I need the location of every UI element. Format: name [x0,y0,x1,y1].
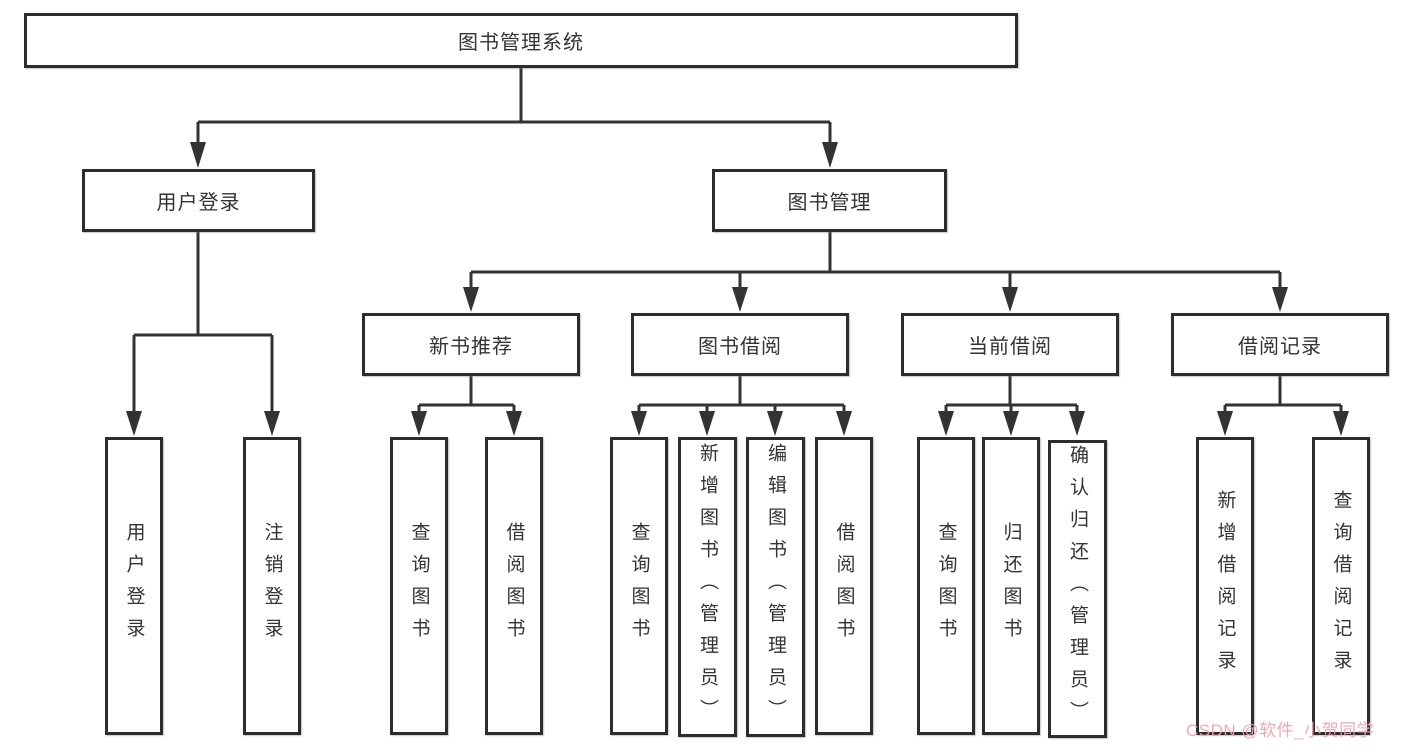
node-user-login-label: 用户登录 [156,192,241,214]
arrow-down-icon [1002,287,1018,312]
node-book-management-label: 图书管理 [787,192,872,214]
leaf-query-borrow-record-label: 查询借阅记录 [1330,490,1352,682]
node-current-borrow: 当前借阅 [901,313,1119,376]
arrowheads-level3 [463,287,1288,312]
node-borrow-records: 借阅记录 [1171,313,1389,376]
arrowheads-level2 [190,142,838,168]
leaf-logout: 注销登录 [243,437,301,735]
leaf-borrow-book-1-label: 借阅图书 [503,522,525,650]
leaf-confirm-return-admin: 确认归还（管理员） [1048,440,1107,738]
node-new-book-recommend-label: 新书推荐 [429,336,513,358]
connector-book-management [469,232,1282,290]
leaf-query-book-3: 查询图书 [917,437,975,735]
arrow-down-icon [463,287,479,312]
leaf-logout-label: 注销登录 [261,522,283,650]
node-current-borrow-label: 当前借阅 [968,336,1052,358]
leaf-query-book-2: 查询图书 [610,437,668,735]
arrow-down-icon [732,287,748,312]
arrow-down-icon [506,411,522,436]
arrow-down-icon [1003,411,1019,436]
leaf-edit-book-admin-label: 编辑图书（管理员） [765,443,786,731]
node-root-label: 图书管理系统 [458,32,584,54]
connector-root [196,68,832,146]
arrowheads-user-login [126,411,280,436]
leaf-borrow-book-2-label: 借阅图书 [833,522,855,650]
leaf-add-borrow-record: 新增借阅记录 [1196,437,1254,735]
leaf-borrow-book-1: 借阅图书 [485,437,543,735]
node-book-borrow-label: 图书借阅 [698,336,782,358]
node-book-management: 图书管理 [712,169,947,232]
arrow-down-icon [767,411,783,436]
leaf-query-book-3-label: 查询图书 [935,522,957,650]
leaf-confirm-return-admin-label: 确认归还（管理员） [1067,445,1088,733]
leaf-query-borrow-record: 查询借阅记录 [1312,437,1370,735]
arrow-down-icon [190,142,206,168]
arrow-down-icon [1217,411,1233,436]
node-book-borrow: 图书借阅 [631,313,849,376]
leaf-borrow-book-2: 借阅图书 [815,437,873,735]
leaf-query-book-1: 查询图书 [390,437,448,735]
arrow-down-icon [836,411,852,436]
connector-book-borrow [637,376,846,414]
connector-borrow-records [1223,376,1343,414]
leaf-add-book-admin-label: 新增图书（管理员） [697,443,718,731]
node-new-book-recommend: 新书推荐 [362,313,580,376]
arrow-down-icon [264,411,280,436]
arrow-down-icon [411,411,427,436]
arrowheads-leaves [411,411,1349,436]
watermark: CSDN @软件_小贺同学 [1186,721,1375,740]
leaf-add-borrow-record-label: 新增借阅记录 [1214,490,1236,682]
connector-user-login [132,232,274,414]
arrow-down-icon [1333,411,1349,436]
leaf-user-login: 用户登录 [105,437,163,735]
node-borrow-records-label: 借阅记录 [1238,336,1322,358]
arrow-down-icon [822,142,838,168]
leaf-edit-book-admin: 编辑图书（管理员） [746,437,805,737]
arrow-down-icon [631,411,647,436]
connector-new-book [417,376,516,414]
leaf-query-book-2-label: 查询图书 [628,522,650,650]
arrow-down-icon [938,411,954,436]
leaf-return-book: 归还图书 [982,437,1040,735]
arrow-down-icon [1272,287,1288,312]
leaf-add-book-admin: 新增图书（管理员） [678,437,737,737]
arrow-down-icon [126,411,142,436]
arrow-down-icon [699,411,715,436]
leaf-return-book-label: 归还图书 [1000,522,1022,650]
leaf-user-login-label: 用户登录 [123,522,145,650]
arrow-down-icon [1069,411,1085,436]
node-root: 图书管理系统 [24,13,1018,68]
leaf-query-book-1-label: 查询图书 [408,522,430,650]
node-user-login: 用户登录 [82,169,315,232]
connector-current-borrow [944,376,1079,414]
